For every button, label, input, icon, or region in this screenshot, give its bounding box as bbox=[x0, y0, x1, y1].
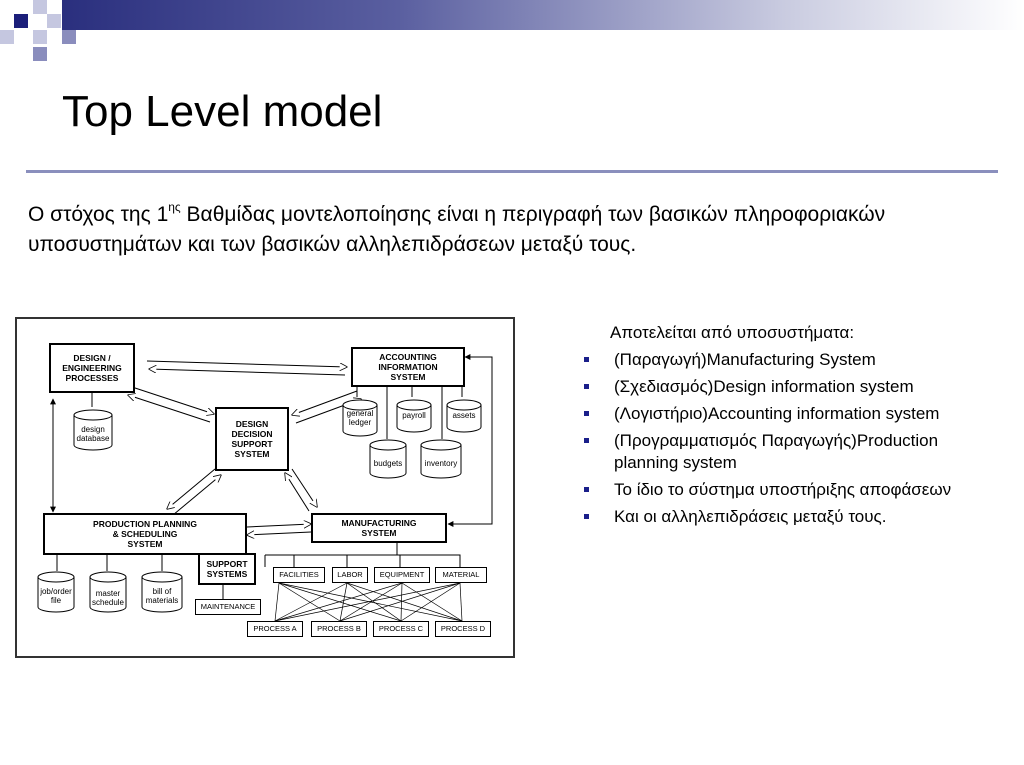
corner-square-mid bbox=[62, 30, 76, 44]
intro-superscript: ης bbox=[168, 200, 181, 214]
db-label-master-schedule: master schedule bbox=[91, 589, 125, 607]
square-bullet-icon bbox=[584, 411, 589, 416]
process-a-box: PROCESS A bbox=[247, 621, 303, 637]
intro-paragraph: Ο στόχος της 1ης Βαθμίδας μοντελοποίησης… bbox=[28, 200, 1003, 260]
list-item-text: (Λογιστήριο)Accounting information syste… bbox=[614, 404, 940, 423]
labor-box: LABOR bbox=[332, 567, 368, 583]
db-label-inventory: inventory bbox=[424, 459, 458, 468]
process-b-box: PROCESS B bbox=[311, 621, 367, 637]
production-box: PRODUCTION PLANNING & SCHEDULING SYSTEM bbox=[43, 513, 247, 555]
title-divider bbox=[26, 170, 998, 173]
list-item-text: Το ίδιο το σύστημα υποστήριξης αποφάσεων bbox=[614, 480, 952, 499]
db-label-budgets: budgets bbox=[373, 459, 403, 468]
corner-square-light bbox=[33, 0, 47, 14]
db-label-general-ledger: general ledger bbox=[346, 409, 374, 427]
db-label-payroll: payroll bbox=[402, 411, 426, 420]
process-c-box: PROCESS C bbox=[373, 621, 429, 637]
corner-square-light bbox=[47, 14, 61, 28]
corner-square-mid bbox=[33, 47, 47, 61]
title-gradient-bar bbox=[62, 0, 1024, 30]
list-item: (Προγραμματισμός Παραγωγής)Production pl… bbox=[584, 430, 984, 474]
subsystems-list: (Παραγωγή)Manufacturing System (Σχεδιασμ… bbox=[584, 349, 984, 533]
list-item: (Λογιστήριο)Accounting information syste… bbox=[584, 403, 984, 425]
material-box: MATERIAL bbox=[435, 567, 487, 583]
list-item-text: (Σχεδιασμός)Design information system bbox=[614, 377, 914, 396]
database-cylinders bbox=[37, 399, 482, 613]
dds-box: DESIGN DECISION SUPPORT SYSTEM bbox=[215, 407, 289, 471]
corner-square-light bbox=[33, 30, 47, 44]
square-bullet-icon bbox=[584, 357, 589, 362]
equipment-box: EQUIPMENT bbox=[374, 567, 430, 583]
corner-square-dark bbox=[14, 14, 28, 28]
square-bullet-icon bbox=[584, 487, 589, 492]
intro-text-end: Βαθμίδας μοντελοποίησης είναι η περιγραφ… bbox=[28, 203, 886, 256]
list-item: (Παραγωγή)Manufacturing System bbox=[584, 349, 984, 371]
maintenance-box: MAINTENANCE bbox=[195, 599, 261, 615]
list-item-text: Και οι αλληλεπιδράσεις μεταξύ τους. bbox=[614, 507, 887, 526]
list-item: Και οι αλληλεπιδράσεις μεταξύ τους. bbox=[584, 506, 984, 528]
list-item: (Σχεδιασμός)Design information system bbox=[584, 376, 984, 398]
db-label-assets: assets bbox=[452, 411, 476, 420]
diagram-connectors bbox=[37, 354, 493, 622]
manufacturing-box: MANUFACTURING SYSTEM bbox=[311, 513, 447, 543]
square-bullet-icon bbox=[584, 514, 589, 519]
support-systems-box: SUPPORT SYSTEMS bbox=[198, 553, 256, 585]
square-bullet-icon bbox=[584, 384, 589, 389]
square-bullet-icon bbox=[584, 438, 589, 443]
list-item-text: (Παραγωγή)Manufacturing System bbox=[614, 350, 876, 369]
intro-text-start: Ο στόχος της 1 bbox=[28, 203, 169, 226]
corner-square-light bbox=[0, 30, 14, 44]
subsystems-lead: Αποτελείται από υποσυστήματα: bbox=[610, 323, 855, 342]
process-d-box: PROCESS D bbox=[435, 621, 491, 637]
facilities-box: FACILITIES bbox=[273, 567, 325, 583]
list-item: Το ίδιο το σύστημα υποστήριξης αποφάσεων bbox=[584, 479, 984, 501]
db-label-design: design database bbox=[76, 425, 110, 443]
design-engineering-box: DESIGN / ENGINEERING PROCESSES bbox=[49, 343, 135, 393]
page-title: Top Level model bbox=[62, 87, 383, 136]
db-label-bill-materials: bill of materials bbox=[145, 587, 179, 605]
accounting-box: ACCOUNTING INFORMATION SYSTEM bbox=[351, 347, 465, 387]
db-label-job-order: job/order file bbox=[40, 587, 72, 605]
system-diagram: DESIGN / ENGINEERING PROCESSES ACCOUNTIN… bbox=[15, 317, 515, 658]
list-item-text: (Προγραμματισμός Παραγωγής)Production pl… bbox=[614, 431, 939, 472]
